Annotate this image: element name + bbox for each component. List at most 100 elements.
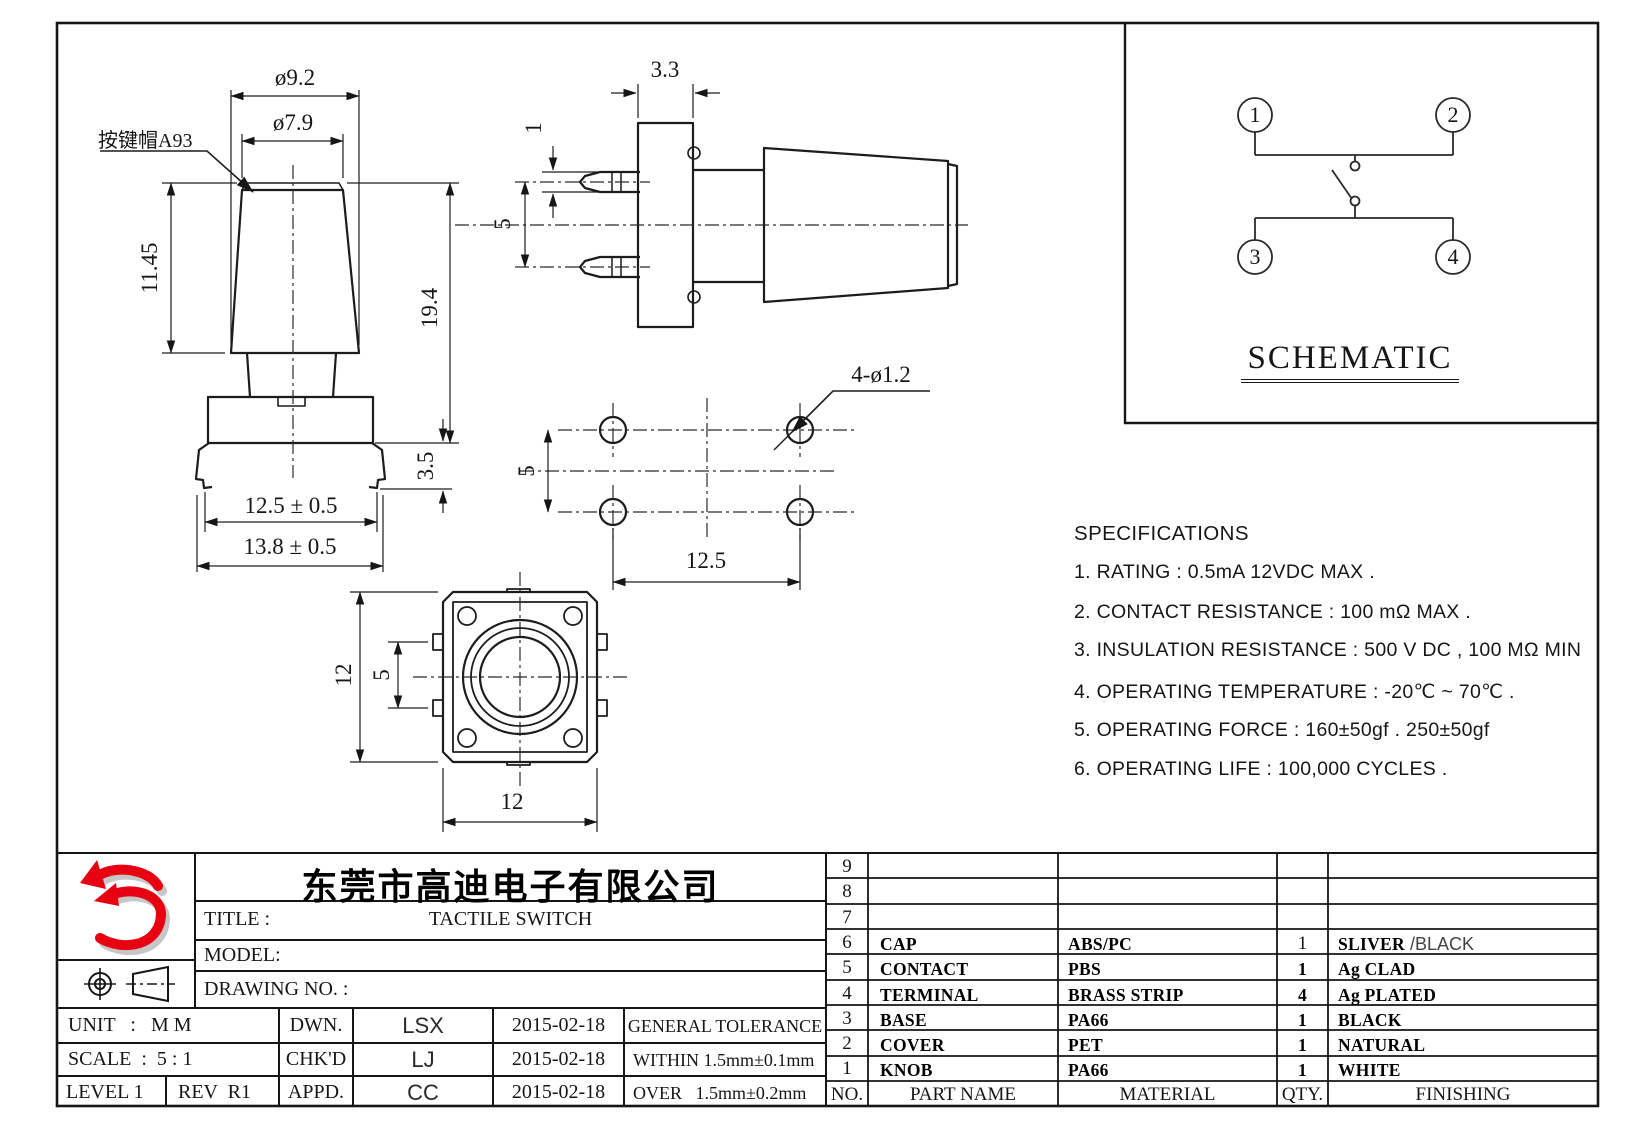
dim-cap-inner-dia: ø7.9 <box>272 110 314 135</box>
dwn-label: DWN. <box>289 1014 343 1036</box>
spec-item-rating: 1. RATING : 0.5mA 12VDC MAX . <box>1074 561 1375 583</box>
part-material: PET <box>1068 1035 1103 1055</box>
part-qty: 1 <box>1297 933 1308 954</box>
header-qty: QTY. <box>1281 1084 1324 1105</box>
dim-body-height: 12 <box>331 663 356 687</box>
part-qty: 1 <box>1297 1035 1308 1055</box>
part-qty: 1 <box>1297 1010 1308 1030</box>
appd-date: 2015-02-18 <box>511 1081 606 1103</box>
dim-clip-height: 3.5 <box>413 451 438 481</box>
dim-pitch-width: 12.5 ± 0.5 <box>244 493 338 518</box>
chkd-name: LJ <box>411 1047 435 1072</box>
part-finishing: SLIVER /BLACK <box>1338 934 1474 955</box>
drawing-no-label: DRAWING NO. : <box>204 978 349 1000</box>
projection-symbol-target-icon <box>84 968 116 1000</box>
title-block-grid <box>57 852 1598 1106</box>
dim-pin-width: 1 <box>521 122 546 134</box>
part-no: 5 <box>842 957 852 978</box>
company-logo <box>80 860 171 956</box>
header-part-name: PART NAME <box>909 1084 1017 1105</box>
side-view-centerlines <box>455 181 968 268</box>
part-no: 1 <box>842 1058 852 1079</box>
cap-callout-label: 按键帽A93 <box>98 130 193 152</box>
pcb-layout-dimensions <box>543 390 930 590</box>
part-no: 4 <box>842 983 852 1004</box>
part-name: BASE <box>880 1010 927 1030</box>
tolerance-within: WITHIN 1.5mm±0.1mm <box>633 1050 815 1070</box>
part-finishing-main: SLIVER <box>1338 934 1405 954</box>
part-material: PA66 <box>1068 1010 1109 1030</box>
spec-item-force: 5. OPERATING FORCE : 160±50gf . 250±50gf <box>1074 719 1490 741</box>
hole-callout: 4-ø1.2 <box>851 362 911 387</box>
header-no: NO. <box>830 1084 864 1105</box>
part-finishing: Ag PLATED <box>1338 985 1437 1005</box>
tolerance-over: OVER 1.5mm±0.2mm <box>633 1083 807 1103</box>
dim-tab-pitch: 5 <box>369 669 394 681</box>
part-qty: 1 <box>1297 1060 1308 1080</box>
part-no: 7 <box>842 907 852 928</box>
part-finishing: BLACK <box>1338 1010 1402 1030</box>
part-material: PA66 <box>1068 1060 1109 1080</box>
top-view-centerlines <box>413 572 627 790</box>
side-view-dimensions <box>520 84 720 268</box>
dim-hole-pitch-v: 5 <box>514 465 539 477</box>
tolerance-header: GENERAL TOLERANCE <box>627 1016 823 1036</box>
part-no: 8 <box>842 881 852 902</box>
dwn-date: 2015-02-18 <box>511 1014 606 1036</box>
chkd-label: CHK'D <box>285 1048 347 1070</box>
spec-item-temperature: 4. OPERATING TEMPERATURE : -20℃ ~ 70℃ . <box>1074 681 1515 703</box>
schematic-pin-4: 4 <box>1447 244 1459 269</box>
title-label: TITLE : <box>204 908 271 930</box>
title-value: TACTILE SWITCH <box>428 908 593 930</box>
part-no: 2 <box>842 1033 852 1054</box>
part-qty: 4 <box>1297 985 1308 1005</box>
schematic-pin-3: 3 <box>1249 244 1261 269</box>
pcb-layout-centerlines <box>520 398 858 540</box>
dim-cap-outer-dia: ø9.2 <box>274 65 316 90</box>
schematic-pin-2: 2 <box>1447 102 1459 127</box>
rev-field: REV R1 <box>178 1081 251 1103</box>
front-view-dimensions <box>100 90 459 572</box>
part-finishing: WHITE <box>1338 1060 1401 1080</box>
spec-item-insulation: 3. INSULATION RESISTANCE : 500 V DC , 10… <box>1074 639 1582 661</box>
dim-pin-pitch: 5 <box>490 218 515 230</box>
dim-cap-height: 11.45 <box>137 242 162 294</box>
part-no: 9 <box>842 856 852 877</box>
part-name: TERMINAL <box>880 985 979 1005</box>
appd-label: APPD. <box>287 1081 345 1103</box>
dim-base-thickness: 3.3 <box>650 57 680 82</box>
top-view-dimensions <box>350 591 598 832</box>
schematic-title-text: SCHEMATIC <box>1241 340 1459 383</box>
dim-body-width: 12 <box>500 789 524 814</box>
part-no: 3 <box>842 1008 852 1029</box>
part-finishing-alt: /BLACK <box>1404 934 1474 954</box>
spec-item-life: 6. OPERATING LIFE : 100,000 CYCLES . <box>1074 758 1448 780</box>
model-label: MODEL: <box>204 944 281 966</box>
part-material: BRASS STRIP <box>1068 985 1184 1005</box>
part-finishing: NATURAL <box>1338 1035 1426 1055</box>
part-qty: 1 <box>1297 959 1308 979</box>
part-name: CONTACT <box>880 959 969 979</box>
part-name: COVER <box>880 1035 945 1055</box>
schematic-circuit <box>1237 97 1471 275</box>
dim-overall-width: 13.8 ± 0.5 <box>243 534 337 559</box>
dwn-name: LSX <box>402 1013 444 1038</box>
header-material: MATERIAL <box>1119 1084 1216 1105</box>
part-no: 6 <box>842 932 852 953</box>
chkd-date: 2015-02-18 <box>511 1048 606 1070</box>
sheet-border <box>55 21 1600 1108</box>
part-finishing: Ag CLAD <box>1338 959 1416 979</box>
appd-name: CC <box>407 1080 439 1105</box>
part-name: KNOB <box>880 1060 933 1080</box>
part-name: CAP <box>880 934 917 954</box>
specifications-title: SPECIFICATIONS <box>1074 522 1249 545</box>
company-name: 东莞市高迪电子有限公司 <box>301 866 720 907</box>
schematic-box <box>1123 23 1598 425</box>
dim-total-height: 19.4 <box>417 287 442 329</box>
schematic-title: SCHEMATIC <box>1225 340 1475 383</box>
spec-item-contact-res: 2. CONTACT RESISTANCE : 100 mΩ MAX . <box>1074 601 1472 623</box>
scale-field: SCALE : 5 : 1 <box>68 1048 193 1070</box>
level-field: LEVEL 1 <box>66 1081 144 1103</box>
